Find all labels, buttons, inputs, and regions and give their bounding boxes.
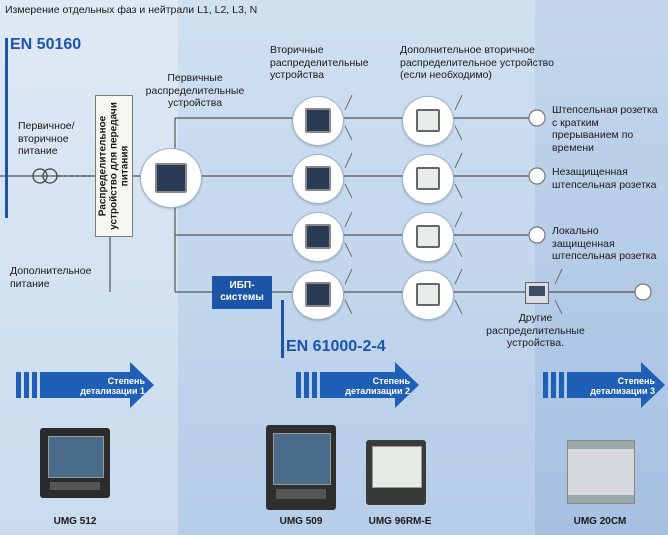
- meter-icon: [402, 270, 454, 320]
- level-2-text: Степень детализации 2: [345, 376, 410, 396]
- label-other: Другие распределительные устройства.: [486, 312, 585, 349]
- umg512-device: [40, 428, 110, 498]
- ups-box: ИБП- системы: [212, 276, 272, 309]
- transfer-switchgear: Распределительное устройство для передач…: [95, 95, 133, 237]
- label-aux-power: Дополнительное питание: [10, 265, 92, 290]
- meter-icon: [292, 270, 344, 320]
- meter-icon: [292, 212, 344, 262]
- device-icon: [525, 282, 549, 304]
- outlet-icon: [528, 226, 546, 244]
- meter-icon: [292, 96, 344, 146]
- meter-icon: [292, 154, 344, 204]
- label-secondary: Вторичные распределительные устройства: [270, 44, 369, 81]
- label-power: Первичное/ вторичное питание: [18, 120, 75, 157]
- umg20cm-device: [567, 440, 635, 504]
- transformer-icon: [32, 168, 90, 184]
- umg96rme-device: [366, 440, 426, 505]
- level-1-text: Степень детализации 1: [80, 376, 145, 396]
- meter-icon: [402, 96, 454, 146]
- standard-bar-middle: [281, 300, 284, 358]
- product-umg20cm: UMG 20CM: [573, 516, 627, 527]
- page-title: Измерение отдельных фаз и нейтрали L1, L…: [5, 4, 258, 16]
- product-umg509: UMG 509: [279, 516, 323, 527]
- label-primary: Первичные распределительные устройства: [145, 72, 245, 109]
- product-umg96rm: UMG 96RM-E: [368, 516, 432, 527]
- meter-icon: [402, 212, 454, 262]
- outlet-icons: [528, 109, 652, 301]
- outlet-label-1: Штепсельная розетка с кратким прерывание…: [552, 104, 658, 154]
- zone-middle: [178, 0, 535, 535]
- meter-icon: [140, 148, 202, 208]
- arrow-icon: [543, 362, 665, 408]
- outlet-icon: [528, 167, 546, 185]
- standard-bar-left: [5, 38, 8, 218]
- outlet-label-2: Незащищенная штепсельная розетка: [552, 166, 657, 191]
- standard-en61000: EN 61000-2-4: [286, 338, 386, 355]
- outlet-label-3: Локально защищенная штепсельная розетка: [552, 225, 657, 262]
- transfer-label: Распределительное устройство для передач…: [97, 102, 131, 230]
- outlet-icon: [634, 283, 652, 301]
- level-3-text: Степень детализации 3: [590, 376, 655, 396]
- product-umg512: UMG 512: [53, 516, 97, 527]
- label-additional: Дополнительное вторичное распределительн…: [400, 44, 554, 81]
- umg509-device: [266, 425, 336, 510]
- meter-icon: [402, 154, 454, 204]
- arrow-icon: [16, 362, 154, 408]
- standard-en50160: EN 50160: [10, 36, 82, 53]
- arrow-icon: [296, 362, 419, 408]
- outlet-icon: [528, 109, 546, 127]
